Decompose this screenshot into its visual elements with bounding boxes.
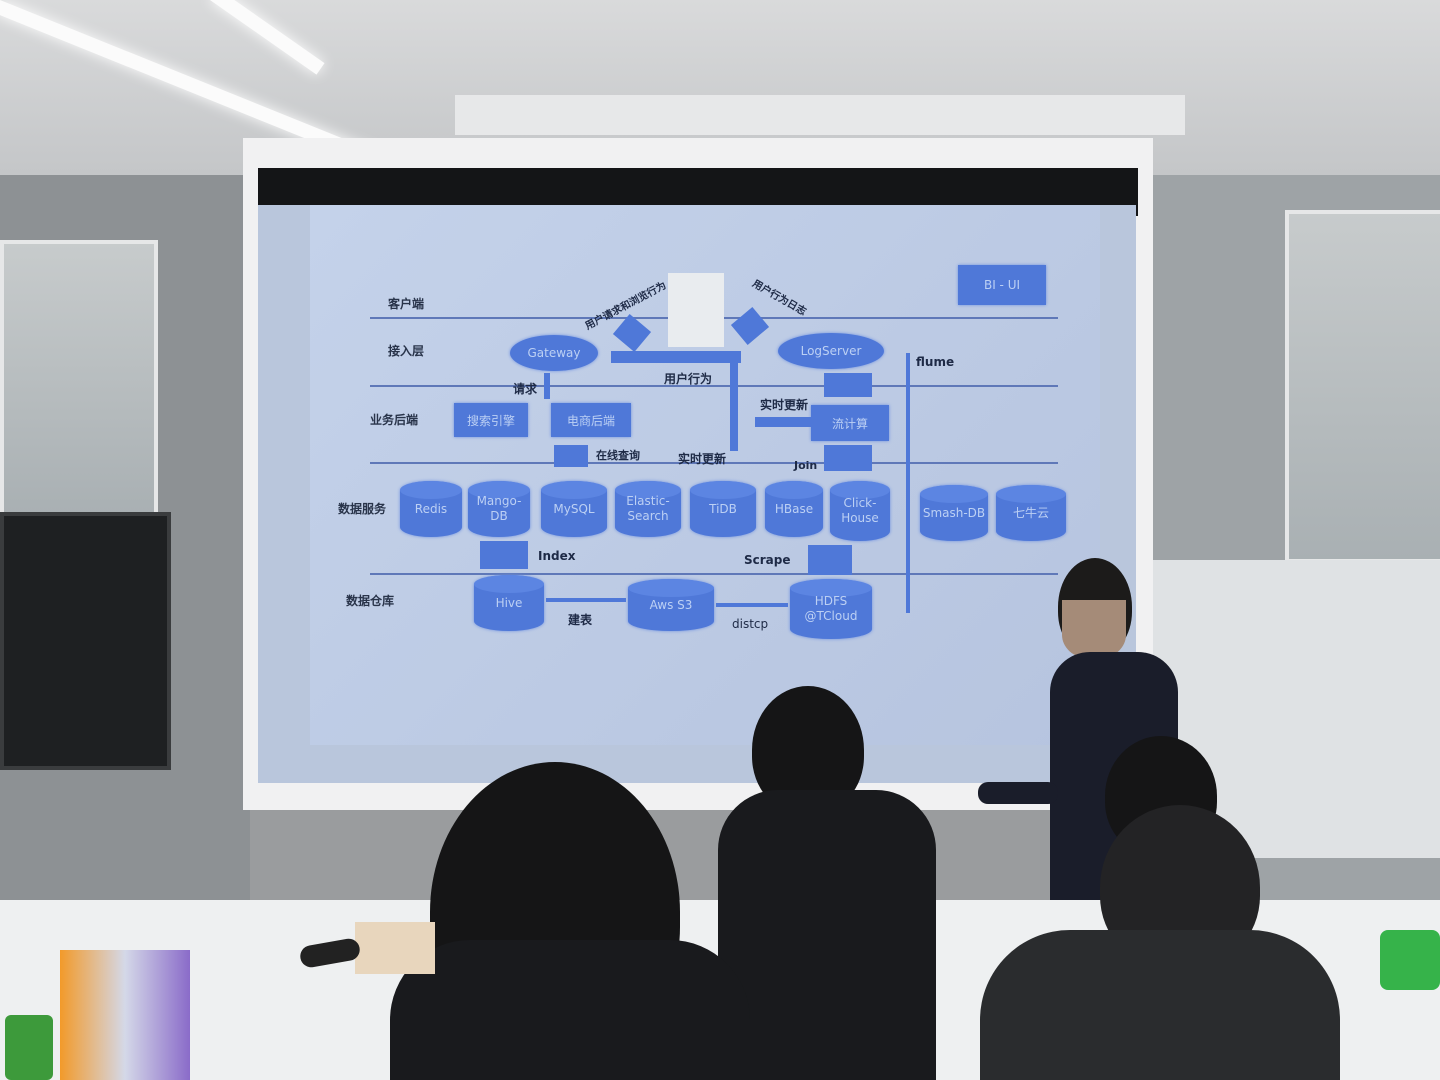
presenter-face [1062, 600, 1126, 658]
layer-label-client: 客户端 [388, 297, 425, 311]
presenter-arm [978, 782, 1058, 804]
db-mysql: MySQL [541, 481, 607, 537]
bi-ui-box: BI - UI [958, 265, 1046, 305]
db-hbase: HBase [765, 481, 823, 537]
wh-aws-s3: Aws S3 [628, 579, 714, 631]
note-distcp: distcp [732, 617, 769, 631]
ecommerce-backend-box: 电商后端 [551, 403, 631, 437]
db-tidb: TiDB [690, 481, 756, 537]
audience-body [718, 790, 936, 1080]
left-window [0, 240, 158, 518]
note-scrape: Scrape [744, 553, 791, 567]
gateway-node: Gateway [510, 335, 598, 371]
flume-line [906, 353, 910, 613]
db-clickhouse: Click-House [830, 481, 890, 541]
layer-label-warehouse: 数据仓库 [346, 594, 395, 608]
soda-can [5, 1015, 53, 1080]
layer-label-data-service: 数据服务 [338, 502, 387, 516]
arrow-request [544, 373, 550, 399]
search-engine-box: 搜索引擎 [454, 403, 528, 437]
arrow-join [824, 445, 872, 471]
drink-bottles [60, 950, 190, 1080]
arrow-scrape [808, 545, 852, 575]
layer-separator [370, 573, 1058, 575]
note-realtime-update-2: 实时更新 [678, 452, 727, 466]
note-user-behavior: 用户行为 [664, 372, 713, 386]
note-join: Join [794, 459, 818, 472]
db-elasticsearch: Elastic-Search [615, 481, 681, 537]
note-online-query: 在线查询 [596, 449, 640, 462]
arrow-log-to-stream [824, 373, 872, 397]
phone-screenshot [668, 273, 724, 347]
db-smashdb: Smash-DB [920, 485, 988, 541]
note-flume: flume [916, 355, 955, 369]
wall-tv [0, 512, 171, 770]
slide: 客户端 接入层 业务后端 数据服务 数据仓库 BI - UI 用户请求和浏览行为… [258, 205, 1136, 783]
note-index: Index [538, 549, 576, 563]
db-mangodb: Mango-DB [468, 481, 530, 537]
layer-label-backend: 业务后端 [370, 413, 419, 427]
arrow-realtime-update [755, 417, 811, 427]
wh-hdfs: HDFS @TCloud [790, 579, 872, 639]
note-request: 请求 [513, 382, 538, 396]
wh-hive: Hive [474, 575, 544, 631]
note-realtime-update: 实时更新 [760, 398, 809, 412]
tissue-box [355, 922, 435, 974]
layer-label-access: 接入层 [388, 344, 425, 358]
user-behavior-line [611, 351, 741, 363]
arrow-s3-to-hive [546, 598, 626, 602]
logserver-node: LogServer [778, 333, 884, 369]
green-bag [1380, 930, 1440, 990]
audience-body-front [390, 940, 750, 1080]
arrow-hdfs-to-s3 [716, 603, 788, 607]
arrow-online-query [554, 445, 588, 467]
note-build-table: 建表 [568, 613, 593, 627]
db-redis: Redis [400, 481, 462, 537]
audience-body-right [980, 930, 1340, 1080]
layer-separator [370, 385, 1058, 387]
db-qiniu: 七牛云 [996, 485, 1066, 541]
right-window [1285, 210, 1440, 563]
user-behavior-line-down [730, 351, 738, 451]
screen-housing [455, 95, 1185, 135]
stream-compute-box: 流计算 [811, 405, 889, 441]
layer-separator [370, 462, 1058, 464]
arrow-index [480, 541, 528, 569]
